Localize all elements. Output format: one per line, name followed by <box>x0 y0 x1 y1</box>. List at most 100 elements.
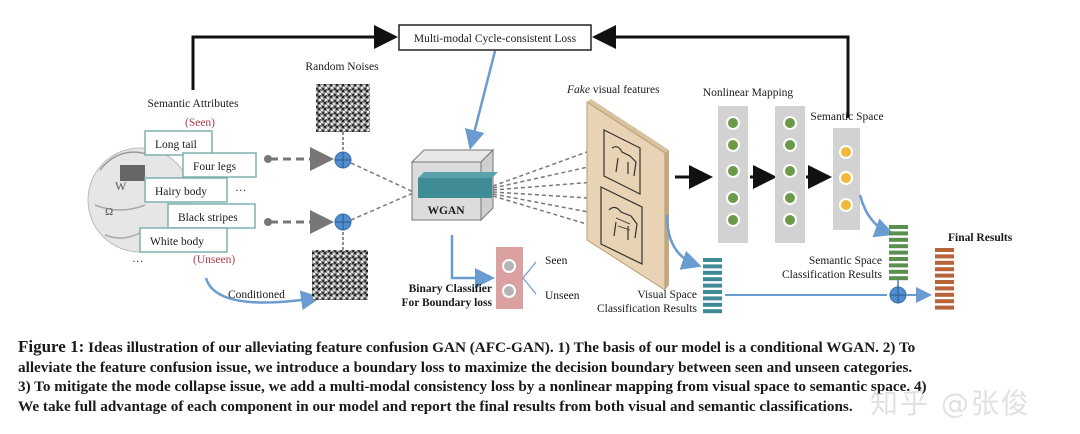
boundary-loss-label: For Boundary loss <box>401 297 492 309</box>
concat-icon-bottom <box>334 213 352 231</box>
final-result-bars <box>935 248 954 310</box>
seen-label: Seen <box>545 255 568 267</box>
visual-result-bar <box>703 270 722 275</box>
visual-result-bar <box>703 277 722 282</box>
final-result-bar <box>935 273 954 278</box>
binary-classifier-block <box>496 247 537 309</box>
final-result-bar <box>935 248 954 252</box>
attributes-ellipsis: … <box>235 182 247 194</box>
semantic-result-bar <box>889 237 908 242</box>
visual-result-bar <box>703 264 722 269</box>
semantic-space-label: Semantic Space <box>810 111 883 123</box>
final-result-bar <box>935 254 954 259</box>
unseen-tag: (Unseen) <box>193 254 235 266</box>
visual-result-bar <box>703 283 722 288</box>
svg-text:White body: White body <box>150 236 204 248</box>
unseen-label: Unseen <box>545 290 580 302</box>
mapping-layer-1 <box>718 106 748 243</box>
caption-line-3: 3) To mitigate the mode collapse issue, … <box>18 378 927 396</box>
fake-visual-features-label: Fake visual features <box>566 84 660 96</box>
semantic-result-bar <box>889 257 908 261</box>
ellipsis-bottom: … <box>132 253 144 265</box>
wgan-to-classifier-arrow <box>450 235 495 288</box>
final-result-bar <box>935 292 954 297</box>
svg-text:Four legs: Four legs <box>193 161 237 173</box>
caption-line-2: alleviate the feature confusion issue, w… <box>18 358 913 376</box>
wgan-label: WGAN <box>427 205 465 217</box>
mapping-node <box>726 191 740 205</box>
mapping-node <box>783 116 797 130</box>
mapping-layer-2 <box>775 106 805 243</box>
cycle-loss-box: Multi-modal Cycle-consistent Loss <box>398 24 592 51</box>
semantic-space-results-label: Semantic Space <box>809 255 882 267</box>
seen-tag: (Seen) <box>185 117 215 129</box>
visual-result-bar <box>703 290 722 294</box>
semantic-result-bar <box>889 276 908 281</box>
mapping-node <box>783 138 797 152</box>
noise-image-bottom <box>312 250 368 300</box>
zebra-image-icon <box>600 186 643 265</box>
attribute-box-black-stripes: Black stripes <box>167 203 256 229</box>
semantic-result-bar <box>889 269 908 274</box>
conditioned-label: Conditioned <box>228 289 285 301</box>
final-result-bar <box>935 280 954 284</box>
conditioned-arrow <box>204 277 321 311</box>
semantic-classification-results-label: Classification Results <box>782 269 883 281</box>
visual-result-bar <box>703 302 722 307</box>
svg-text:Ω: Ω <box>105 206 113 218</box>
semantic-node <box>839 145 853 159</box>
visual-space-label: Visual Space <box>637 289 697 301</box>
final-result-bar <box>935 305 954 310</box>
caption-line-4: We take full advantage of each component… <box>18 397 853 415</box>
semantic-result-bar <box>889 250 908 255</box>
nonlinear-mapping-label: Nonlinear Mapping <box>703 87 794 99</box>
svg-text:Black stripes: Black stripes <box>178 212 238 224</box>
visual-result-bar <box>703 258 722 262</box>
figure-caption: Figure 1: Ideas illustration of our alle… <box>18 337 1068 416</box>
semantic-space-result-bars <box>889 225 908 281</box>
cycle-connector <box>191 25 850 118</box>
mapping-node <box>726 213 740 227</box>
loss-to-wgan-arrow <box>465 50 497 150</box>
fusion-icon <box>889 286 907 304</box>
final-result-bar <box>935 260 954 265</box>
semantic-result-bar <box>889 263 908 268</box>
visual-space-result-bars <box>703 258 722 314</box>
semantic-space-layer <box>833 128 860 230</box>
visual-result-bar <box>703 309 722 314</box>
visual-classification-results-label: Classification Results <box>597 303 698 315</box>
attribute-box-white-body: White body <box>139 227 228 253</box>
svg-text:Long tail: Long tail <box>155 139 197 151</box>
semantic-result-bar <box>889 231 908 236</box>
wikipedia-globe-icon: W Ω <box>87 147 193 253</box>
fake-visual-features-panel <box>586 99 669 291</box>
final-result-bar <box>935 299 954 304</box>
mapping-node <box>726 138 740 152</box>
caption-line-1: Figure 1: Ideas illustration of our alle… <box>18 337 916 356</box>
svg-text:Hairy body: Hairy body <box>155 186 207 198</box>
binary-classifier-label: Binary Classifier <box>409 283 492 295</box>
wgan-block: WGAN <box>410 148 498 222</box>
semantic-result-bar <box>889 244 908 249</box>
semantic-node <box>839 171 853 185</box>
semantic-attributes-label: Semantic Attributes <box>147 98 239 110</box>
afc-gan-diagram: Multi-modal Cycle-consistent Loss Semant… <box>87 24 1013 315</box>
caption-label: Figure 1: <box>18 337 85 356</box>
attribute-box-hairy-body: Hairy body <box>144 177 228 203</box>
attribute-box-four-legs: Four legs <box>182 152 257 178</box>
noise-image-top <box>316 84 370 132</box>
random-noises-label: Random Noises <box>305 61 379 73</box>
mapping-node <box>726 164 740 178</box>
semantic-to-results-arrow <box>858 194 895 238</box>
mapping-node <box>783 213 797 227</box>
semantic-result-bar <box>889 225 908 229</box>
mapping-node <box>783 191 797 205</box>
final-result-bar <box>935 267 954 272</box>
mapping-node <box>726 116 740 130</box>
final-results-label: Final Results <box>948 232 1013 244</box>
horse-image-icon <box>603 129 641 195</box>
cycle-loss-label: Multi-modal Cycle-consistent Loss <box>414 33 577 45</box>
concat-icon-top <box>334 151 352 169</box>
svg-text:W: W <box>115 179 127 193</box>
attribute-box-long-tail: Long tail <box>144 130 213 156</box>
